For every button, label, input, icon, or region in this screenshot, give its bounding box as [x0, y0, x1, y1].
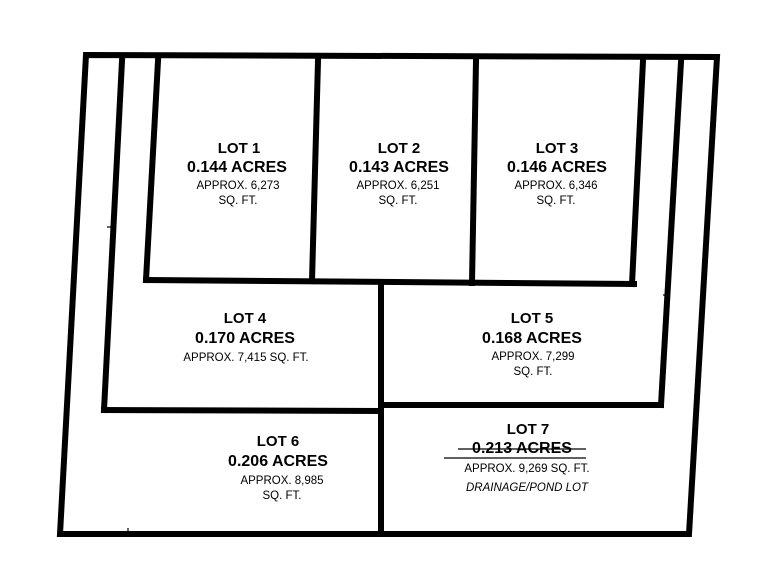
lot-name: LOT 4	[224, 310, 267, 327]
lot-acres: 0.168 ACRES	[482, 330, 582, 347]
lot-4-bottom-line	[100, 406, 385, 415]
lot-name: LOT 6	[257, 433, 300, 450]
lot-1-2-divider	[308, 57, 322, 285]
lot-acres: 0.170 ACRES	[195, 330, 295, 347]
lot-note: DRAINAGE/POND LOT	[466, 482, 589, 494]
lot-name: LOT 7	[507, 421, 550, 438]
lot-1-label: LOT 1 0.144 ACRES APPROX. 6,273 SQ. FT.	[187, 140, 287, 207]
lot-3-label: LOT 3 0.146 ACRES APPROX. 6,346 SQ. FT.	[507, 140, 607, 207]
lot-sqft-unit: SQ. FT.	[379, 195, 418, 207]
lot-name: LOT 5	[511, 310, 554, 327]
lot-acres: 0.143 ACRES	[349, 159, 449, 176]
lot-4-label: LOT 4 0.170 ACRES APPROX. 7,415 SQ. FT.	[183, 310, 308, 364]
lot-sqft-unit: SQ. FT.	[263, 490, 302, 502]
lot-acres: 0.146 ACRES	[507, 159, 607, 176]
lot-name: LOT 2	[378, 140, 421, 157]
lot-sqft: APPROX. 7,415 SQ. FT.	[183, 352, 308, 364]
lot-6-label: LOT 6 0.206 ACRES APPROX. 8,985 SQ. FT.	[228, 433, 328, 502]
lot-sqft-unit: SQ. FT.	[514, 366, 553, 378]
lot-7-label: LOT 7 0.213 ACRES APPROX. 9,269 SQ. FT. …	[444, 421, 590, 494]
lot-sqft: APPROX. 7,299	[491, 351, 574, 363]
lot-acres: 0.144 ACRES	[187, 159, 287, 176]
lot-acres: 0.206 ACRES	[228, 453, 328, 470]
lot-sqft: APPROX. 6,273	[196, 180, 279, 192]
lot-sqft: APPROX. 6,251	[356, 180, 439, 192]
setback-line-left	[100, 57, 126, 414]
lot-sqft: APPROX. 6,346	[514, 180, 597, 192]
lot-sqft: APPROX. 9,269 SQ. FT.	[464, 463, 589, 475]
lot-name: LOT 3	[536, 140, 579, 157]
lots-1-3-bottom-line	[142, 276, 638, 288]
lot-5-label: LOT 5 0.168 ACRES APPROX. 7,299 SQ. FT.	[482, 310, 582, 378]
lot-2-3-divider	[468, 57, 480, 287]
lot-sqft: APPROX. 8,985	[240, 475, 323, 487]
parcel-boundary	[56, 51, 721, 537]
setback-line-right	[657, 58, 685, 409]
lot-2-label: LOT 2 0.143 ACRES APPROX. 6,251 SQ. FT.	[349, 140, 449, 207]
lot-3-right-line	[628, 57, 647, 288]
lot-1-left-line	[142, 57, 162, 284]
lot-name: LOT 1	[218, 140, 261, 157]
lot-sqft-unit: SQ. FT.	[219, 195, 258, 207]
lot-sqft-unit: SQ. FT.	[537, 195, 576, 207]
